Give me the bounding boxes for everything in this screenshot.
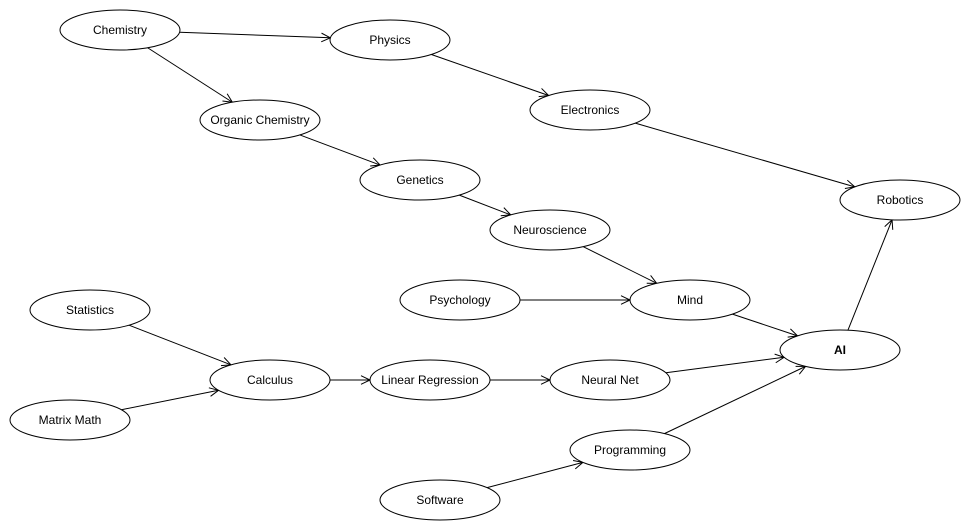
node-label: Genetics [396, 173, 443, 187]
edge-line [459, 194, 511, 216]
edge-organic-chemistry-to-genetics [299, 134, 382, 167]
node-ellipse[interactable] [369, 359, 491, 401]
edge-line [128, 324, 232, 366]
node-statistics[interactable]: Statistics [29, 289, 151, 331]
edge-line [665, 356, 785, 374]
node-chemistry[interactable]: Chemistry [59, 9, 181, 51]
edge-linear-regression-to-neural-net [490, 375, 552, 385]
edge-neural-net-to-ai [665, 353, 786, 374]
edges [121, 31, 894, 489]
node-label: Chemistry [93, 23, 147, 37]
edge-line [847, 219, 893, 331]
node-label: Software [416, 493, 464, 507]
node-ai[interactable]: AI [779, 329, 901, 371]
node-physics[interactable]: Physics [329, 19, 451, 61]
node-calculus[interactable]: Calculus [209, 359, 331, 401]
node-label: Psychology [429, 293, 490, 307]
node-matrix-math[interactable]: Matrix Math [9, 399, 131, 441]
edge-physics-to-electronics [431, 54, 550, 98]
edge-software-to-programming [486, 459, 585, 489]
node-ellipse[interactable] [29, 289, 151, 331]
node-ellipse[interactable] [629, 279, 751, 321]
node-ellipse[interactable] [9, 399, 131, 441]
node-linear-regression[interactable]: Linear Regression [369, 359, 491, 401]
edge-line [147, 47, 233, 103]
node-ellipse[interactable] [209, 359, 331, 401]
edge-electronics-to-robotics [635, 122, 856, 190]
node-neuroscience[interactable]: Neuroscience [489, 209, 611, 251]
node-label: Neuroscience [513, 223, 587, 237]
node-label: Matrix Math [39, 413, 102, 427]
node-organic-chemistry[interactable]: Organic Chemistry [199, 99, 321, 141]
node-ellipse[interactable] [359, 159, 481, 201]
edge-line [299, 134, 381, 166]
node-label: Physics [369, 33, 410, 47]
node-label: Neural Net [581, 373, 639, 387]
node-software[interactable]: Software [379, 479, 501, 521]
node-ellipse[interactable] [59, 9, 181, 51]
node-robotics[interactable]: Robotics [839, 179, 961, 221]
node-ellipse[interactable] [399, 279, 521, 321]
node-ellipse[interactable] [549, 359, 671, 401]
node-mind[interactable]: Mind [629, 279, 751, 321]
node-label: Electronics [561, 103, 620, 117]
node-ellipse[interactable] [569, 429, 691, 471]
node-label: AI [834, 343, 846, 357]
edge-line [732, 313, 798, 337]
node-label: Organic Chemistry [210, 113, 309, 127]
edge-mind-to-ai [732, 313, 799, 338]
node-electronics[interactable]: Electronics [529, 89, 651, 131]
edge-programming-to-ai [664, 365, 807, 435]
node-label: Mind [677, 293, 703, 307]
node-ellipse[interactable] [379, 479, 501, 521]
edge-line [179, 31, 331, 39]
edge-calculus-to-linear-regression [330, 375, 372, 385]
edge-statistics-to-calculus [128, 324, 233, 367]
node-label: Statistics [66, 303, 114, 317]
edge-line [431, 54, 549, 96]
edge-psychology-to-mind [520, 295, 632, 305]
node-ellipse[interactable] [529, 89, 651, 131]
node-ellipse[interactable] [329, 19, 451, 61]
edge-genetics-to-neuroscience [459, 194, 512, 217]
node-label: Linear Regression [381, 373, 478, 387]
edge-chemistry-to-physics [179, 31, 332, 43]
edge-line [121, 389, 219, 411]
edge-line [664, 365, 806, 435]
node-programming[interactable]: Programming [569, 429, 691, 471]
edge-line [635, 122, 855, 188]
node-label: Calculus [247, 373, 293, 387]
node-ellipse[interactable] [199, 99, 321, 141]
edge-matrix-math-to-calculus [121, 387, 220, 411]
edge-neuroscience-to-mind [583, 246, 658, 284]
node-neural-net[interactable]: Neural Net [549, 359, 671, 401]
edge-line [486, 461, 584, 489]
edge-ai-to-robotics [847, 218, 894, 331]
edge-line [583, 246, 657, 284]
node-ellipse[interactable] [779, 329, 901, 371]
edge-chemistry-to-organic-chemistry [147, 47, 234, 103]
node-genetics[interactable]: Genetics [359, 159, 481, 201]
node-psychology[interactable]: Psychology [399, 279, 521, 321]
node-label: Programming [594, 443, 666, 457]
node-ellipse[interactable] [839, 179, 961, 221]
node-label: Robotics [877, 193, 924, 207]
node-ellipse[interactable] [489, 209, 611, 251]
